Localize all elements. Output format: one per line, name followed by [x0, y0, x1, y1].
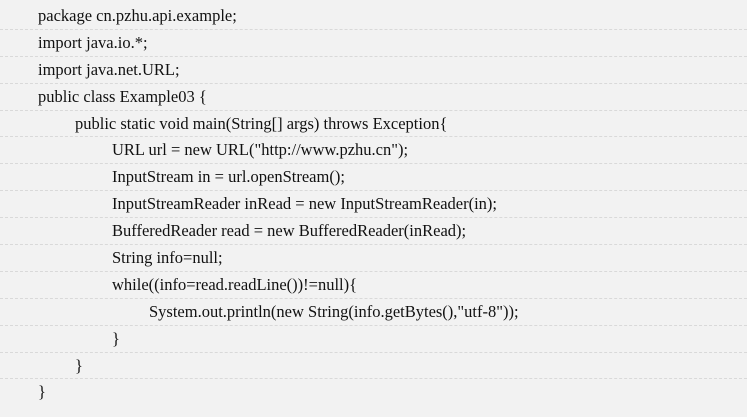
- code-line-url-declaration: URL url = new URL("http://www.pzhu.cn");: [0, 137, 747, 165]
- code-line-method-close-brace: }: [0, 353, 747, 380]
- code-line-import-io: import java.io.*;: [0, 30, 747, 57]
- code-line-import-url: import java.net.URL;: [0, 57, 747, 84]
- code-line-while-close-brace: }: [0, 326, 747, 353]
- code-line-class-declaration: public class Example03 {: [0, 84, 747, 111]
- code-line-class-close-brace: }: [38, 382, 46, 402]
- code-line-main-method: public static void main(String[] args) t…: [0, 111, 747, 138]
- code-line-info-declaration: String info=null;: [0, 245, 747, 272]
- code-line-buffered-reader: BufferedReader read = new BufferedReader…: [0, 218, 747, 246]
- code-line-println: System.out.println(new String(info.getBy…: [0, 299, 747, 326]
- code-line-package: package cn.pzhu.api.example;: [0, 3, 747, 30]
- code-line-input-stream-reader: InputStreamReader inRead = new InputStre…: [0, 191, 747, 219]
- code-line-input-stream: InputStream in = url.openStream();: [0, 164, 747, 192]
- code-line-while-loop: while((info=read.readLine())!=null){: [0, 272, 747, 299]
